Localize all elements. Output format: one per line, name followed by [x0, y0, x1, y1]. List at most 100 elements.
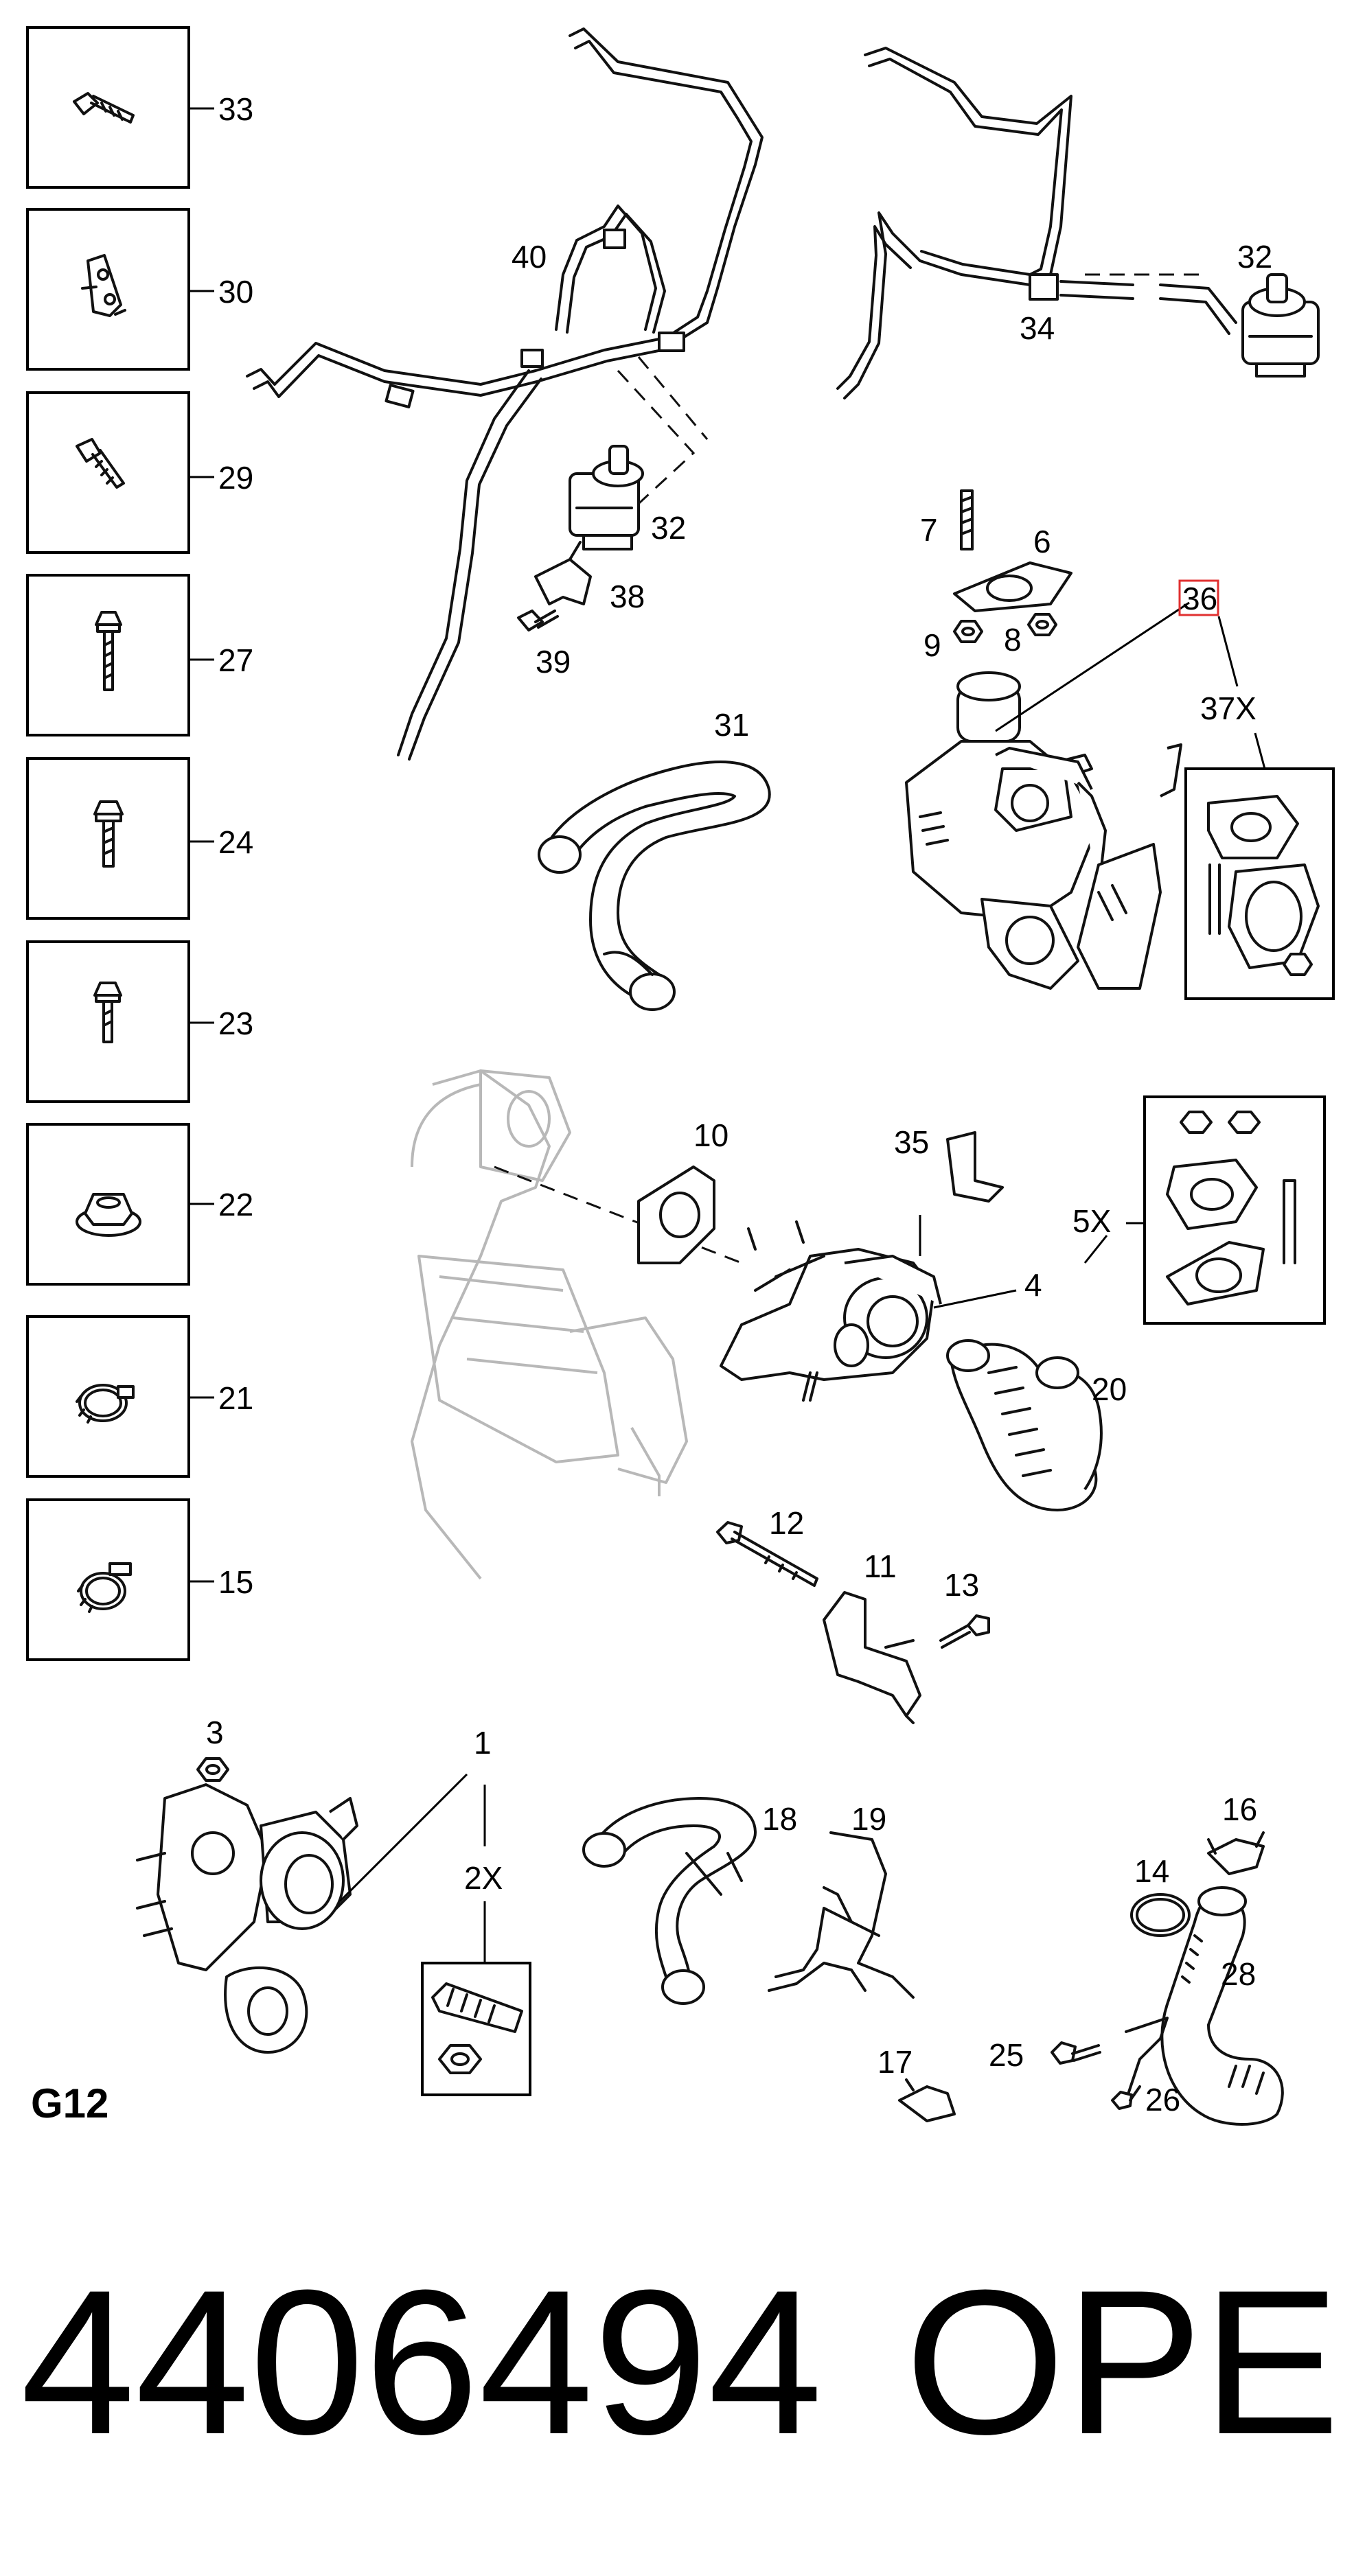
- clip-17[interactable]: [898, 2078, 956, 2122]
- callout-labels: 40 32 38 39 34 32 7 6 9 8 36 37X 31 10 3…: [206, 239, 1272, 2117]
- leader-37x-box: [1254, 732, 1266, 769]
- leader-4: [933, 1289, 1017, 1309]
- callout-1: 1: [474, 1725, 492, 1761]
- callout-19: 19: [851, 1801, 886, 1837]
- bolt-icon: [93, 982, 122, 1043]
- callout-9: 9: [923, 627, 941, 663]
- hose-clamp-icon: [76, 1384, 135, 1424]
- turbocharger-1[interactable]: [136, 1783, 358, 2054]
- gasket-10[interactable]: [637, 1165, 715, 1264]
- side-part-29[interactable]: 29: [26, 391, 253, 554]
- callout-28: 28: [1221, 1956, 1256, 1992]
- side-part-number: 15: [218, 1564, 253, 1600]
- side-part-30[interactable]: 30: [26, 208, 253, 371]
- callout-39: 39: [536, 644, 571, 680]
- intake-pipe-28[interactable]: [1125, 1886, 1284, 2126]
- side-part-number: 27: [218, 642, 253, 678]
- callout-13: 13: [944, 1567, 979, 1603]
- nut-8[interactable]: [1027, 613, 1057, 636]
- side-part-number: 21: [218, 1380, 253, 1416]
- side-part-number: 24: [218, 824, 253, 860]
- air-hose-20[interactable]: [946, 1339, 1103, 1511]
- callout-16: 16: [1222, 1791, 1257, 1827]
- side-part-number: 30: [218, 274, 253, 310]
- bolt-25[interactable]: [1051, 2041, 1101, 2065]
- nut-icon: [76, 1193, 141, 1237]
- fastener-26[interactable]: [1111, 2085, 1141, 2110]
- callout-37x: 37X: [1200, 691, 1257, 726]
- hose-clamp-icon: [77, 1562, 132, 1613]
- callout-4: 4: [1024, 1267, 1042, 1303]
- callout-20: 20: [1092, 1371, 1127, 1407]
- side-part-number: 33: [218, 91, 253, 127]
- callout-32: 32: [1237, 239, 1272, 275]
- bracket-35[interactable]: [919, 1131, 1004, 1256]
- callout-10: 10: [693, 1117, 728, 1153]
- bracket-clip-icon: [81, 254, 126, 317]
- side-part-22[interactable]: 22: [26, 1123, 253, 1286]
- side-part-21[interactable]: 21: [26, 1315, 253, 1478]
- callout-26: 26: [1145, 2082, 1180, 2117]
- vacuum-pipe-19[interactable]: [768, 1831, 915, 1999]
- stud-nut-kit-2x[interactable]: [421, 1962, 531, 2096]
- vacuum-actuator-32-left[interactable]: [569, 445, 644, 550]
- bolt-icon: [95, 611, 122, 691]
- bracket-11[interactable]: [823, 1591, 921, 1724]
- bolt-icon: [93, 800, 124, 868]
- screw-icon: [76, 438, 125, 489]
- callout-14: 14: [1134, 1853, 1169, 1889]
- callout-32: 32: [651, 510, 686, 546]
- gasket-kit-37x[interactable]: [1184, 767, 1335, 1000]
- callout-11: 11: [864, 1548, 897, 1584]
- callout-2x: 2X: [464, 1860, 503, 1896]
- leader-5x: [1083, 1235, 1108, 1264]
- vacuum-actuator-32-right[interactable]: [1241, 273, 1320, 378]
- hose-18[interactable]: [582, 1797, 757, 2005]
- callout-38: 38: [610, 579, 645, 614]
- callout-35: 35: [894, 1124, 929, 1160]
- side-part-33[interactable]: 33: [26, 26, 253, 189]
- leader-1: [338, 1773, 468, 1903]
- intercooler-hose-31[interactable]: [538, 761, 771, 1011]
- bracket-38[interactable]: [534, 541, 592, 605]
- turbocharger-assembly-36[interactable]: [905, 671, 1182, 990]
- callout-7: 7: [920, 512, 938, 548]
- vacuum-hose-34[interactable]: [836, 47, 1237, 399]
- side-part-number: 22: [218, 1187, 253, 1222]
- side-parts-list: 33 30 29: [26, 26, 253, 1661]
- clip-16[interactable]: [1207, 1831, 1265, 1875]
- bolt-12[interactable]: [716, 1521, 818, 1587]
- side-part-27[interactable]: 27: [26, 574, 253, 736]
- turbocharger-4[interactable]: [720, 1220, 942, 1402]
- callout-40: 40: [512, 239, 547, 275]
- callout-17: 17: [877, 2044, 913, 2080]
- side-part-number: 23: [218, 1006, 253, 1041]
- callout-31: 31: [714, 707, 749, 743]
- bolt-13[interactable]: [939, 1614, 990, 1649]
- callout-5x: 5X: [1072, 1203, 1111, 1239]
- nut-9[interactable]: [953, 620, 983, 643]
- gasket-kit-5x[interactable]: [1143, 1095, 1326, 1325]
- stud-7[interactable]: [960, 489, 974, 550]
- bolt-39[interactable]: [517, 610, 559, 631]
- nut-3[interactable]: [196, 1757, 229, 1782]
- vacuum-hose-harness[interactable]: [246, 27, 764, 761]
- side-part-24[interactable]: 24: [26, 757, 253, 920]
- bolt-icon: [73, 92, 135, 124]
- catalytic-converter-ghost: [411, 1069, 688, 1580]
- callout-3: 3: [206, 1715, 224, 1750]
- callout-34: 34: [1020, 310, 1055, 346]
- callout-6: 6: [1033, 524, 1051, 559]
- callout-25: 25: [989, 2037, 1024, 2073]
- callout-18: 18: [762, 1801, 797, 1837]
- gasket-6[interactable]: [953, 561, 1072, 612]
- manifold-dash: [494, 1165, 742, 1264]
- side-part-23[interactable]: 23: [26, 940, 253, 1103]
- o-ring-14[interactable]: [1130, 1893, 1191, 1937]
- group-label: G12: [31, 2080, 108, 2126]
- side-part-15[interactable]: 15: [26, 1498, 253, 1661]
- callout-36-highlight: [1178, 579, 1219, 616]
- harness-connection-dash: [603, 356, 709, 537]
- part-number: 4406494: [21, 2247, 823, 2477]
